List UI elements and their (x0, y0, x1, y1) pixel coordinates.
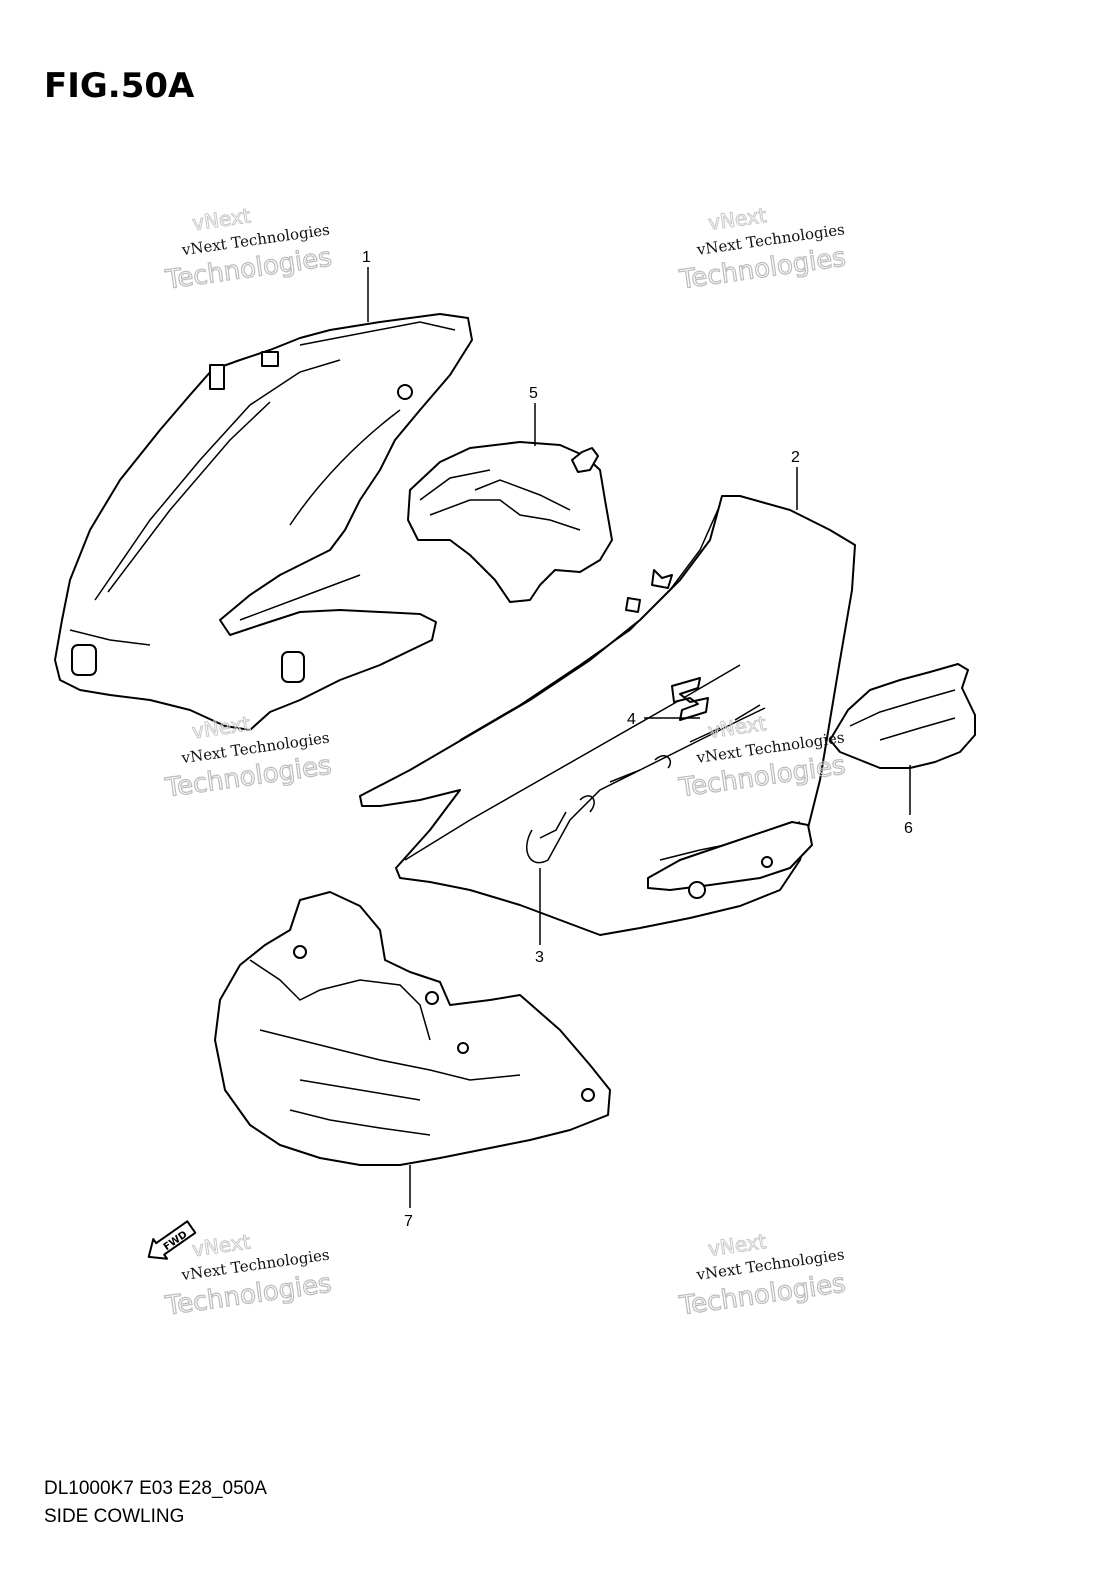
diagram-code: DL1000K7 E03 E28_050A (44, 1478, 267, 1499)
watermark-top-right: vNext Technologies vNext Technologies (676, 203, 848, 297)
svg-text:vNext: vNext (190, 711, 251, 743)
callout-3: 3 (535, 949, 544, 966)
watermark-bottom-right: vNext Technologies vNext Technologies (676, 1229, 848, 1323)
callout-4: 4 (627, 711, 636, 728)
watermark-mid-left: vNext Technologies vNext Technologies (162, 711, 334, 804)
callout-numbers: 1 2 3 4 5 6 7 (362, 249, 913, 1230)
svg-text:vNext: vNext (707, 203, 768, 235)
part-2-lower-cowling (359, 495, 856, 936)
svg-text:vNext: vNext (191, 203, 252, 235)
fwd-arrow: FWD (147, 1220, 197, 1260)
part-7-under-cowling (214, 891, 611, 1166)
callout-1: 1 (362, 249, 371, 266)
callout-7: 7 (404, 1213, 413, 1230)
part-6-bracket (829, 663, 976, 769)
part-3-decal (526, 704, 766, 864)
part-1-upper-cowling (54, 313, 473, 731)
part-4-emblem (671, 677, 709, 721)
leader-lines (367, 267, 911, 1208)
callout-5: 5 (529, 385, 538, 402)
watermark-top-left: vNext Technologies vNext Technologies (162, 203, 334, 296)
callout-2: 2 (791, 449, 800, 466)
part-5-inner-panel (407, 441, 613, 603)
figure-title: FIG.50A (44, 66, 195, 106)
diagram-name: SIDE COWLING (44, 1506, 185, 1527)
callout-6: 6 (904, 820, 913, 837)
